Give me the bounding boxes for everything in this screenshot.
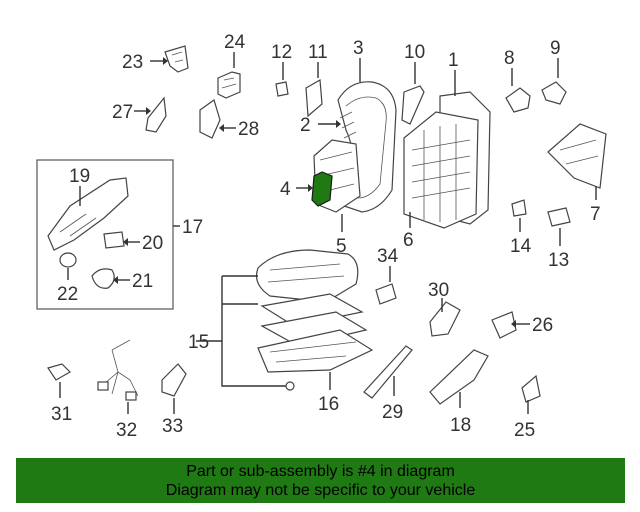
label-29: 29 [382,402,403,423]
part-12 [275,81,289,97]
label-25: 25 [514,420,535,441]
label-27: 27 [112,102,133,123]
arrow-21 [113,276,118,284]
fastener-15 [285,381,295,391]
part-11 [305,79,323,118]
part-26 [491,311,517,339]
label-23: 23 [122,52,143,73]
part-4-highlighted [311,171,333,207]
label-8: 8 [504,48,515,69]
arrow-4 [308,184,313,192]
label-6: 6 [403,230,414,251]
label-5: 5 [336,236,347,257]
arrow-20 [123,238,128,246]
label-22: 22 [57,284,78,305]
label-1: 1 [448,50,459,71]
label-3: 3 [353,38,364,59]
label-20: 20 [142,233,163,254]
label-4: 4 [280,179,291,200]
label-17: 17 [182,217,203,238]
footer-line-1: Part or sub-assembly is #4 in diagram [186,463,455,480]
part-23 [164,45,189,73]
part-34 [375,283,397,305]
label-14: 14 [510,236,532,257]
label-33: 33 [162,416,183,437]
footer-line-2: Diagram may not be specific to your vehi… [165,482,476,499]
label-15: 15 [188,332,209,353]
part-28 [199,99,221,139]
part-19 [47,177,129,251]
arrow-28 [219,124,224,132]
part-29 [363,345,413,399]
label-19: 19 [69,166,90,187]
part-20 [103,231,125,249]
part-21 [91,268,115,289]
label-21: 21 [132,271,153,292]
label-10: 10 [404,42,425,63]
label-12: 12 [271,42,292,63]
label-32: 32 [116,420,137,441]
label-26: 26 [532,315,553,336]
part-1-seatback-frame [403,91,491,229]
label-18: 18 [450,415,471,436]
arrow-2 [336,120,341,128]
label-11: 11 [308,42,328,63]
part-31 [47,363,71,381]
label-31: 31 [51,404,72,425]
part-33 [161,363,187,397]
part-18 [429,349,489,405]
label-30: 30 [428,280,449,301]
part-7 [547,123,607,189]
part-seat-cushion-assembly [255,249,374,373]
leader-15 [221,275,286,387]
part-10 [401,85,425,125]
part-8 [505,87,531,113]
label-9: 9 [550,38,561,59]
part-25 [521,374,541,403]
part-32-wiring-harness [97,339,139,401]
label-16: 16 [318,394,339,415]
part-14 [511,199,527,217]
label-34: 34 [377,246,399,267]
part-27 [145,96,167,133]
label-28: 28 [238,119,259,140]
label-2: 2 [300,115,311,136]
arrow-23 [163,57,168,65]
part-30 [429,301,461,337]
arrow-27 [146,107,151,115]
arrow-26 [511,320,516,328]
part-22 [59,252,77,268]
footer-banner: Part or sub-assembly is #4 in diagram Di… [16,458,625,503]
part-24 [217,71,241,99]
inset-box-17 [36,159,174,310]
part-13 [547,207,571,227]
label-7: 7 [590,204,601,225]
part-9 [541,81,567,105]
label-24: 24 [224,32,246,53]
label-13: 13 [548,250,569,271]
